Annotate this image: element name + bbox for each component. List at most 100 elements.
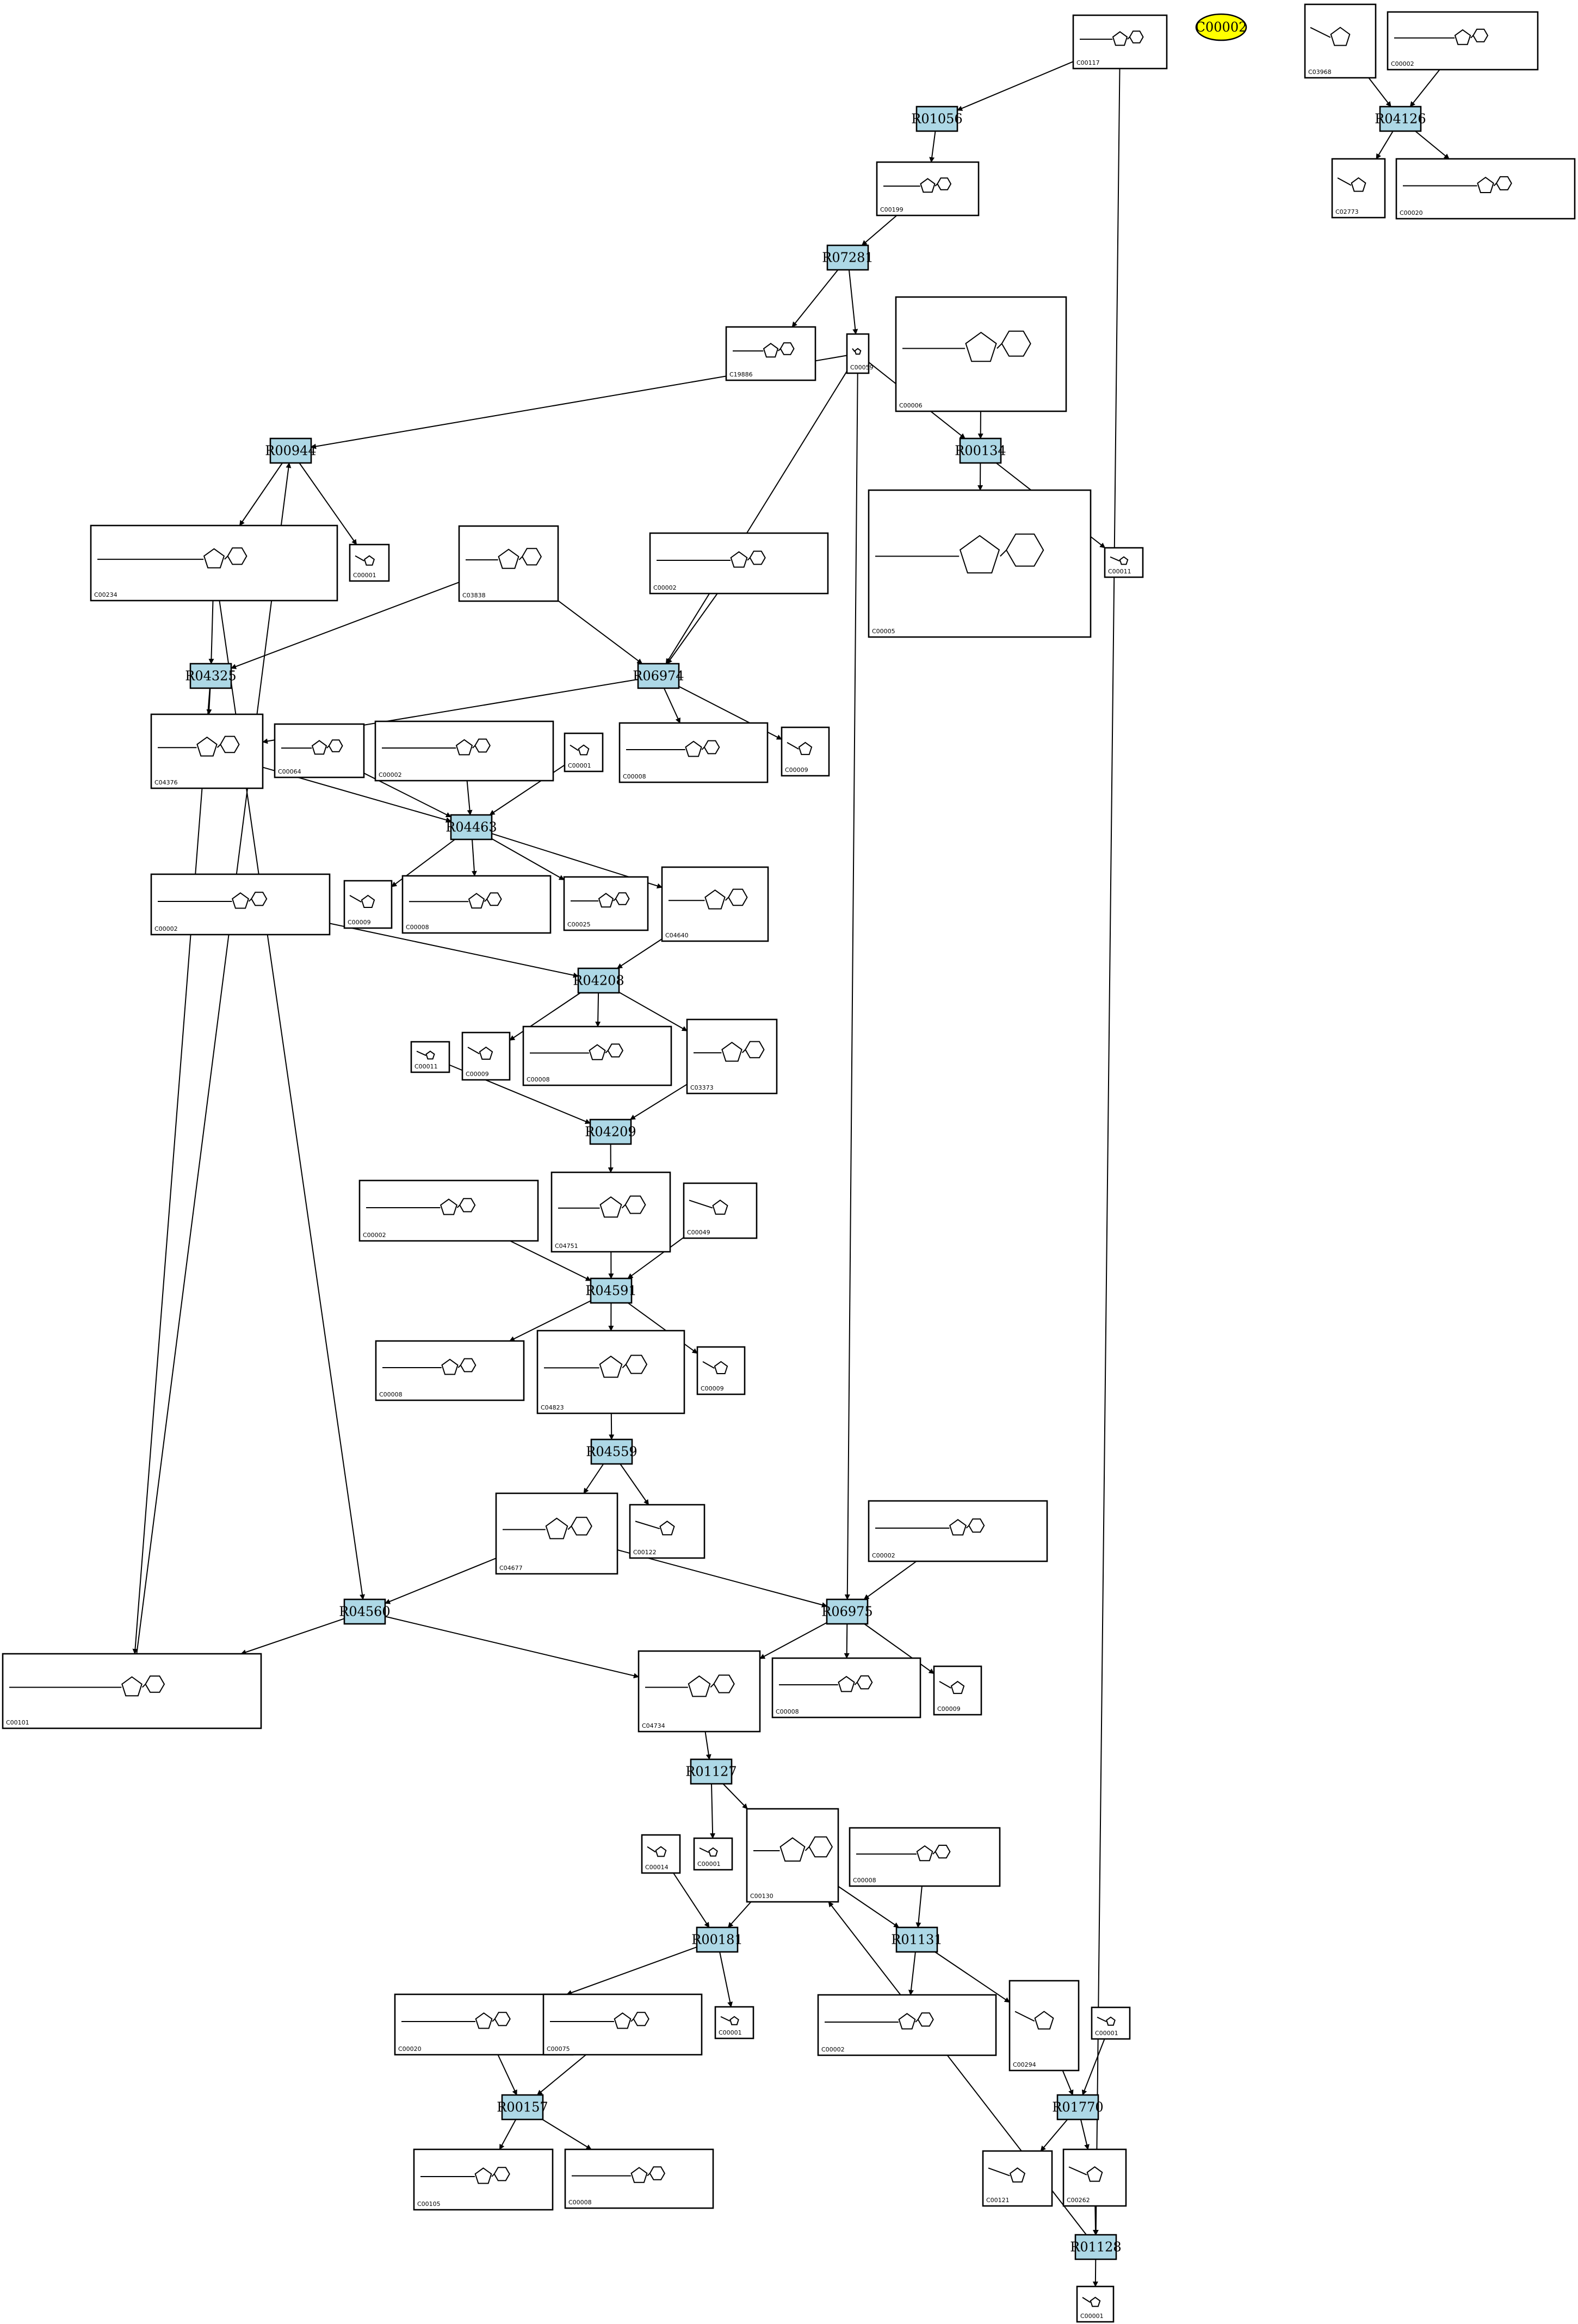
bond-glyph — [915, 2019, 919, 2023]
compound-node[interactable]: C00009 — [343, 880, 393, 929]
compound-label: C00009 — [701, 1385, 724, 1392]
ring-glyph — [763, 343, 779, 358]
compound-node[interactable]: C04640 — [661, 866, 769, 942]
compound-node[interactable]: C00001 — [564, 732, 604, 772]
compound-node[interactable]: C00130 — [746, 1808, 839, 1903]
reaction-node[interactable]: R01056 — [911, 106, 963, 132]
ring-glyph — [968, 1518, 985, 1533]
compound-node[interactable]: C00117 — [1072, 14, 1168, 70]
reaction-node[interactable]: R04208 — [573, 967, 624, 994]
compound-node[interactable]: C00121 — [982, 2150, 1053, 2207]
edge-arrow — [1368, 77, 1391, 107]
compound-node[interactable]: C00075 — [542, 1993, 703, 2056]
reaction-node[interactable]: R00181 — [691, 1926, 743, 1953]
compound-node[interactable]: C00001 — [1091, 2006, 1131, 2040]
ring-glyph — [779, 1837, 806, 1862]
compound-node[interactable]: C00001 — [693, 1837, 733, 1871]
compound-node[interactable]: C00122 — [629, 1504, 706, 1559]
compound-node[interactable]: C00049 — [683, 1182, 758, 1239]
compound-node[interactable]: C00262 — [1062, 2148, 1127, 2207]
compound-node[interactable]: C00009 — [461, 1031, 511, 1081]
compound-node[interactable]: C00005 — [868, 489, 1092, 638]
compound-node[interactable]: C00008 — [849, 1827, 1001, 1887]
compound-node[interactable]: C00294 — [1008, 1980, 1080, 2072]
bond-glyph — [622, 1364, 627, 1369]
compound-node[interactable]: C00009 — [933, 1665, 982, 1716]
compound-node[interactable]: C00002 — [374, 720, 554, 782]
compound-node[interactable]: C00064 — [274, 723, 365, 778]
reaction-node[interactable]: R01770 — [1052, 2094, 1104, 2121]
compound-node[interactable]: C00008 — [401, 875, 552, 934]
reaction-label: R06975 — [821, 1604, 872, 1620]
compound-node[interactable]: C04823 — [536, 1330, 685, 1414]
compound-node[interactable]: C00105 — [413, 2148, 554, 2211]
highlight-compound-node[interactable]: C00002 — [1196, 13, 1247, 41]
compound-node[interactable]: C00002 — [1387, 11, 1539, 71]
compound-node[interactable]: C00002 — [150, 873, 331, 936]
reaction-node[interactable]: R04463 — [445, 814, 497, 840]
compound-node[interactable]: C00025 — [563, 876, 649, 931]
compound-node[interactable]: C03968 — [1304, 3, 1377, 79]
reaction-node[interactable]: R04591 — [585, 1277, 637, 1304]
compound-node[interactable]: C00002 — [868, 1500, 1048, 1562]
edge-arrow — [617, 1549, 827, 1608]
ring-glyph — [545, 1517, 568, 1540]
reaction-node[interactable]: R04209 — [585, 1118, 636, 1145]
compound-node[interactable]: C00002 — [817, 1994, 997, 2056]
compound-node[interactable]: C00020 — [1395, 158, 1576, 220]
reaction-node[interactable]: R00134 — [955, 437, 1006, 464]
edge-arrow — [838, 1886, 900, 1928]
reaction-label: R07281 — [822, 250, 873, 265]
compound-label: C00002 — [872, 1552, 895, 1559]
reaction-node[interactable]: R00157 — [497, 2094, 548, 2121]
compound-node[interactable]: C00001 — [1076, 2285, 1115, 2323]
compound-node[interactable]: C00008 — [522, 1025, 672, 1086]
ring-glyph — [1009, 2167, 1026, 2183]
compound-node[interactable]: C19886 — [725, 326, 816, 381]
compound-node[interactable]: C00009 — [781, 726, 830, 777]
compound-node[interactable]: C00002 — [649, 532, 829, 595]
compound-node[interactable]: C00001 — [349, 543, 390, 582]
reaction-node[interactable]: R04325 — [185, 663, 237, 689]
compound-node[interactable]: C00011 — [410, 1041, 450, 1073]
compound-node[interactable]: C04376 — [150, 713, 264, 789]
compound-node[interactable]: C04751 — [550, 1171, 671, 1253]
compound-node[interactable]: C00006 — [895, 296, 1067, 412]
compound-node[interactable]: C00059 — [846, 333, 874, 374]
compound-node[interactable]: C00101 — [2, 1653, 262, 1729]
compound-node[interactable]: C04734 — [638, 1650, 761, 1733]
ring-glyph — [935, 1845, 951, 1859]
compound-node[interactable]: C00199 — [876, 161, 980, 217]
reaction-node[interactable]: R01128 — [1070, 2234, 1122, 2260]
edge-arrow — [915, 1886, 923, 1928]
reaction-node[interactable]: R00944 — [265, 437, 317, 464]
reaction-node[interactable]: R07281 — [822, 244, 874, 271]
compound-label: C00001 — [568, 762, 591, 769]
ring-glyph — [659, 1521, 675, 1536]
compound-node[interactable]: C00008 — [564, 2148, 714, 2209]
reaction-node[interactable]: R06974 — [633, 663, 684, 689]
bond-glyph — [467, 1047, 480, 1055]
compound-node[interactable]: C03838 — [458, 525, 559, 602]
reaction-node[interactable]: R04559 — [586, 1438, 638, 1465]
compound-node[interactable]: C00014 — [641, 1834, 681, 1874]
edge-arrow — [231, 582, 460, 669]
compound-node[interactable]: C00002 — [358, 1179, 539, 1242]
compound-node[interactable]: C00008 — [771, 1657, 921, 1719]
compound-node[interactable]: C02773 — [1331, 158, 1386, 219]
compound-node[interactable]: C04677 — [495, 1492, 618, 1575]
compound-node[interactable]: C00009 — [696, 1346, 746, 1395]
reaction-node[interactable]: R01131 — [891, 1926, 943, 1953]
compound-node[interactable]: C00011 — [1104, 547, 1144, 578]
ring-glyph — [599, 1196, 622, 1218]
compound-node[interactable]: C03373 — [686, 1018, 778, 1095]
compound-label: C00025 — [567, 921, 591, 928]
compound-node[interactable]: C00008 — [618, 722, 769, 783]
compound-node[interactable]: C00008 — [375, 1340, 525, 1401]
compound-node[interactable]: C00234 — [90, 524, 338, 602]
reaction-node[interactable]: R06975 — [821, 1598, 873, 1625]
compound-node[interactable]: C00001 — [714, 2006, 754, 2039]
reaction-node[interactable]: R04126 — [1375, 106, 1426, 132]
reaction-node[interactable]: R01127 — [685, 1758, 737, 1785]
reaction-node[interactable]: R04560 — [339, 1598, 391, 1625]
